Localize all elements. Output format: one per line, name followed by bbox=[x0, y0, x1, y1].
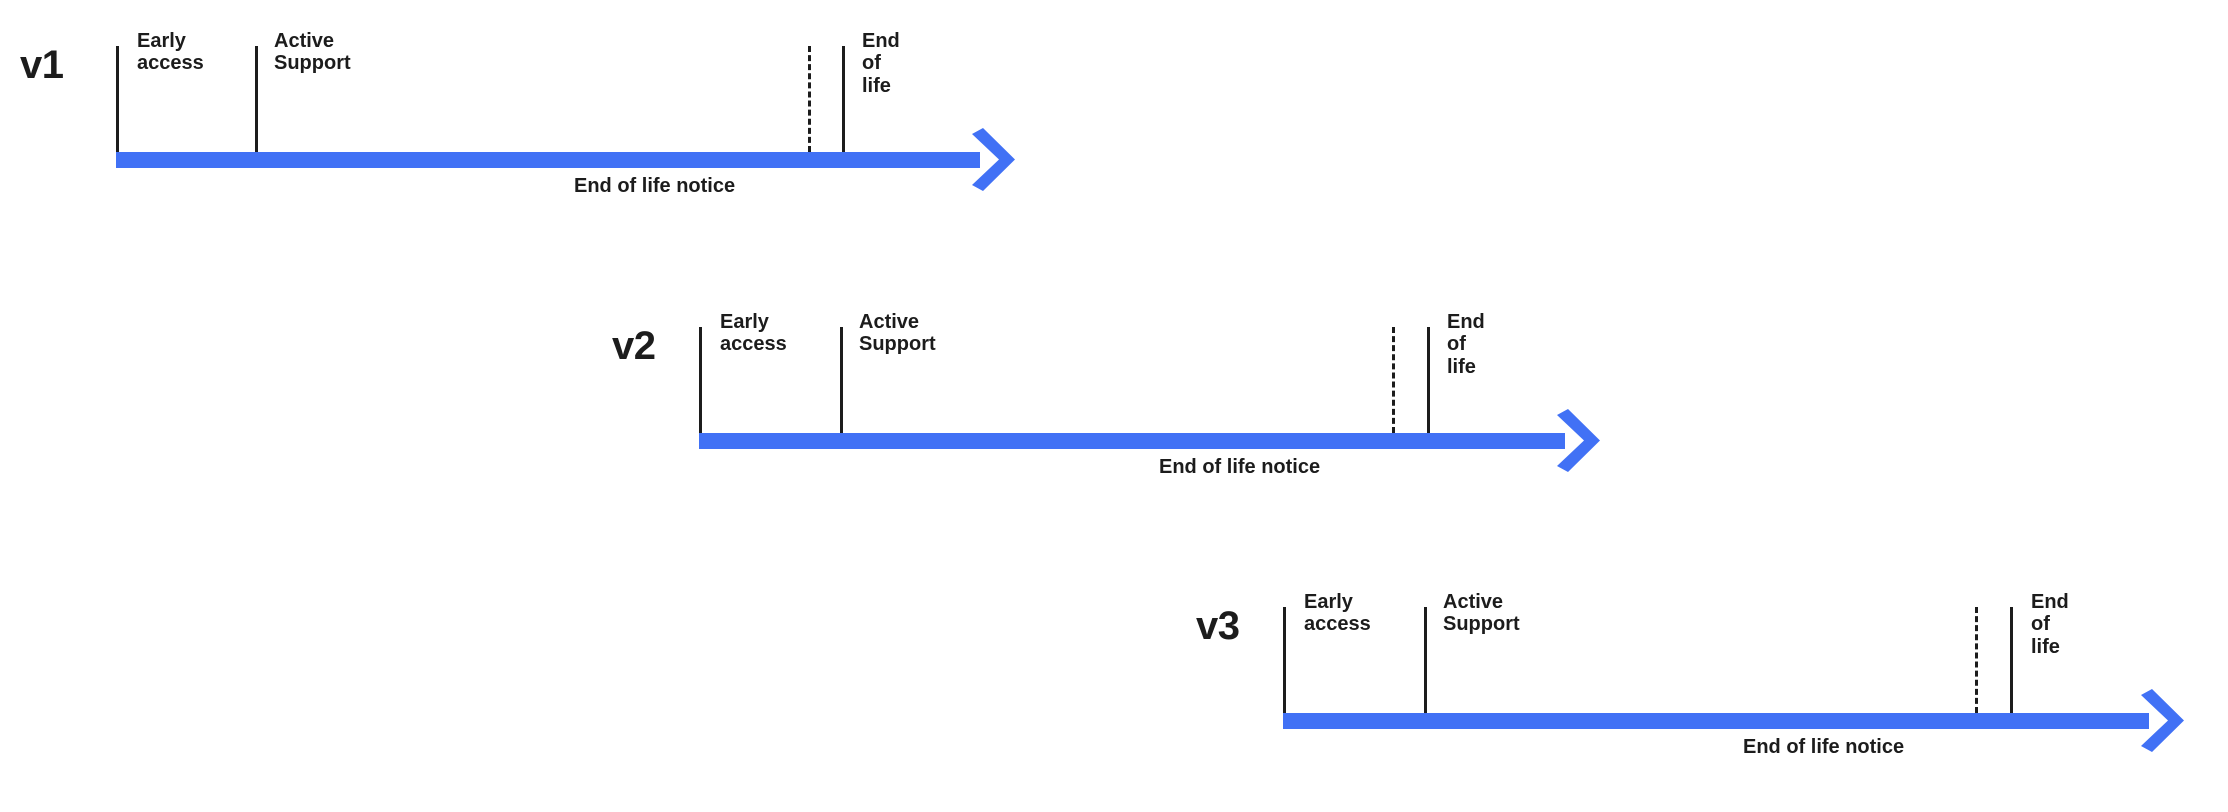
phase-label-v2-early-access: Early access bbox=[720, 311, 787, 356]
eol-notice-marker-v1 bbox=[808, 46, 811, 152]
phase-label-v2-active-support: Active Support bbox=[859, 311, 936, 356]
timeline-bar-v2 bbox=[699, 433, 1565, 449]
timeline-arrow-v1 bbox=[116, 128, 1015, 191]
phase-divider-v3-end-of-life bbox=[2010, 607, 2013, 713]
phase-label-v3-early-access: Early access bbox=[1304, 591, 1371, 636]
phase-divider-v3-active-support bbox=[1424, 607, 1427, 713]
eol-notice-marker-v2 bbox=[1392, 327, 1395, 433]
phase-divider-v2-active-support bbox=[840, 327, 843, 433]
phase-label-v1-end-of-life: End of life bbox=[862, 30, 900, 97]
phase-divider-v1-end-of-life bbox=[842, 46, 845, 152]
eol-notice-marker-v3 bbox=[1975, 607, 1978, 713]
version-label-v1: v1 bbox=[20, 43, 64, 87]
timeline-arrow-v2 bbox=[699, 409, 1600, 472]
phase-label-v1-active-support: Active Support bbox=[274, 30, 351, 75]
timeline-arrow-v3 bbox=[1283, 689, 2184, 752]
phase-label-v3-end-of-life: End of life bbox=[2031, 591, 2069, 658]
phase-divider-v2-end-of-life bbox=[1427, 327, 1430, 433]
version-label-v2: v2 bbox=[612, 324, 656, 368]
eol-notice-label-v2: End of life notice bbox=[1159, 456, 1321, 478]
phase-label-v3-active-support: Active Support bbox=[1443, 591, 1520, 636]
phase-divider-v3-early-access bbox=[1283, 607, 1286, 713]
phase-label-v2-end-of-life: End of life bbox=[1447, 311, 1485, 378]
version-label-v3: v3 bbox=[1196, 604, 1240, 648]
arrow-head-icon-v1 bbox=[970, 128, 1015, 192]
arrow-head-icon-v2 bbox=[1555, 409, 1600, 473]
eol-notice-label-v3: End of life notice bbox=[1743, 736, 1905, 758]
phase-divider-v1-early-access bbox=[116, 46, 119, 152]
timeline-bar-v3 bbox=[1283, 713, 2149, 729]
phase-divider-v2-early-access bbox=[699, 327, 702, 433]
eol-notice-label-v1: End of life notice bbox=[574, 175, 736, 197]
phase-label-v1-early-access: Early access bbox=[137, 30, 204, 75]
timeline-bar-v1 bbox=[116, 152, 980, 168]
arrow-head-icon-v3 bbox=[2139, 689, 2184, 753]
phase-divider-v1-active-support bbox=[255, 46, 258, 152]
